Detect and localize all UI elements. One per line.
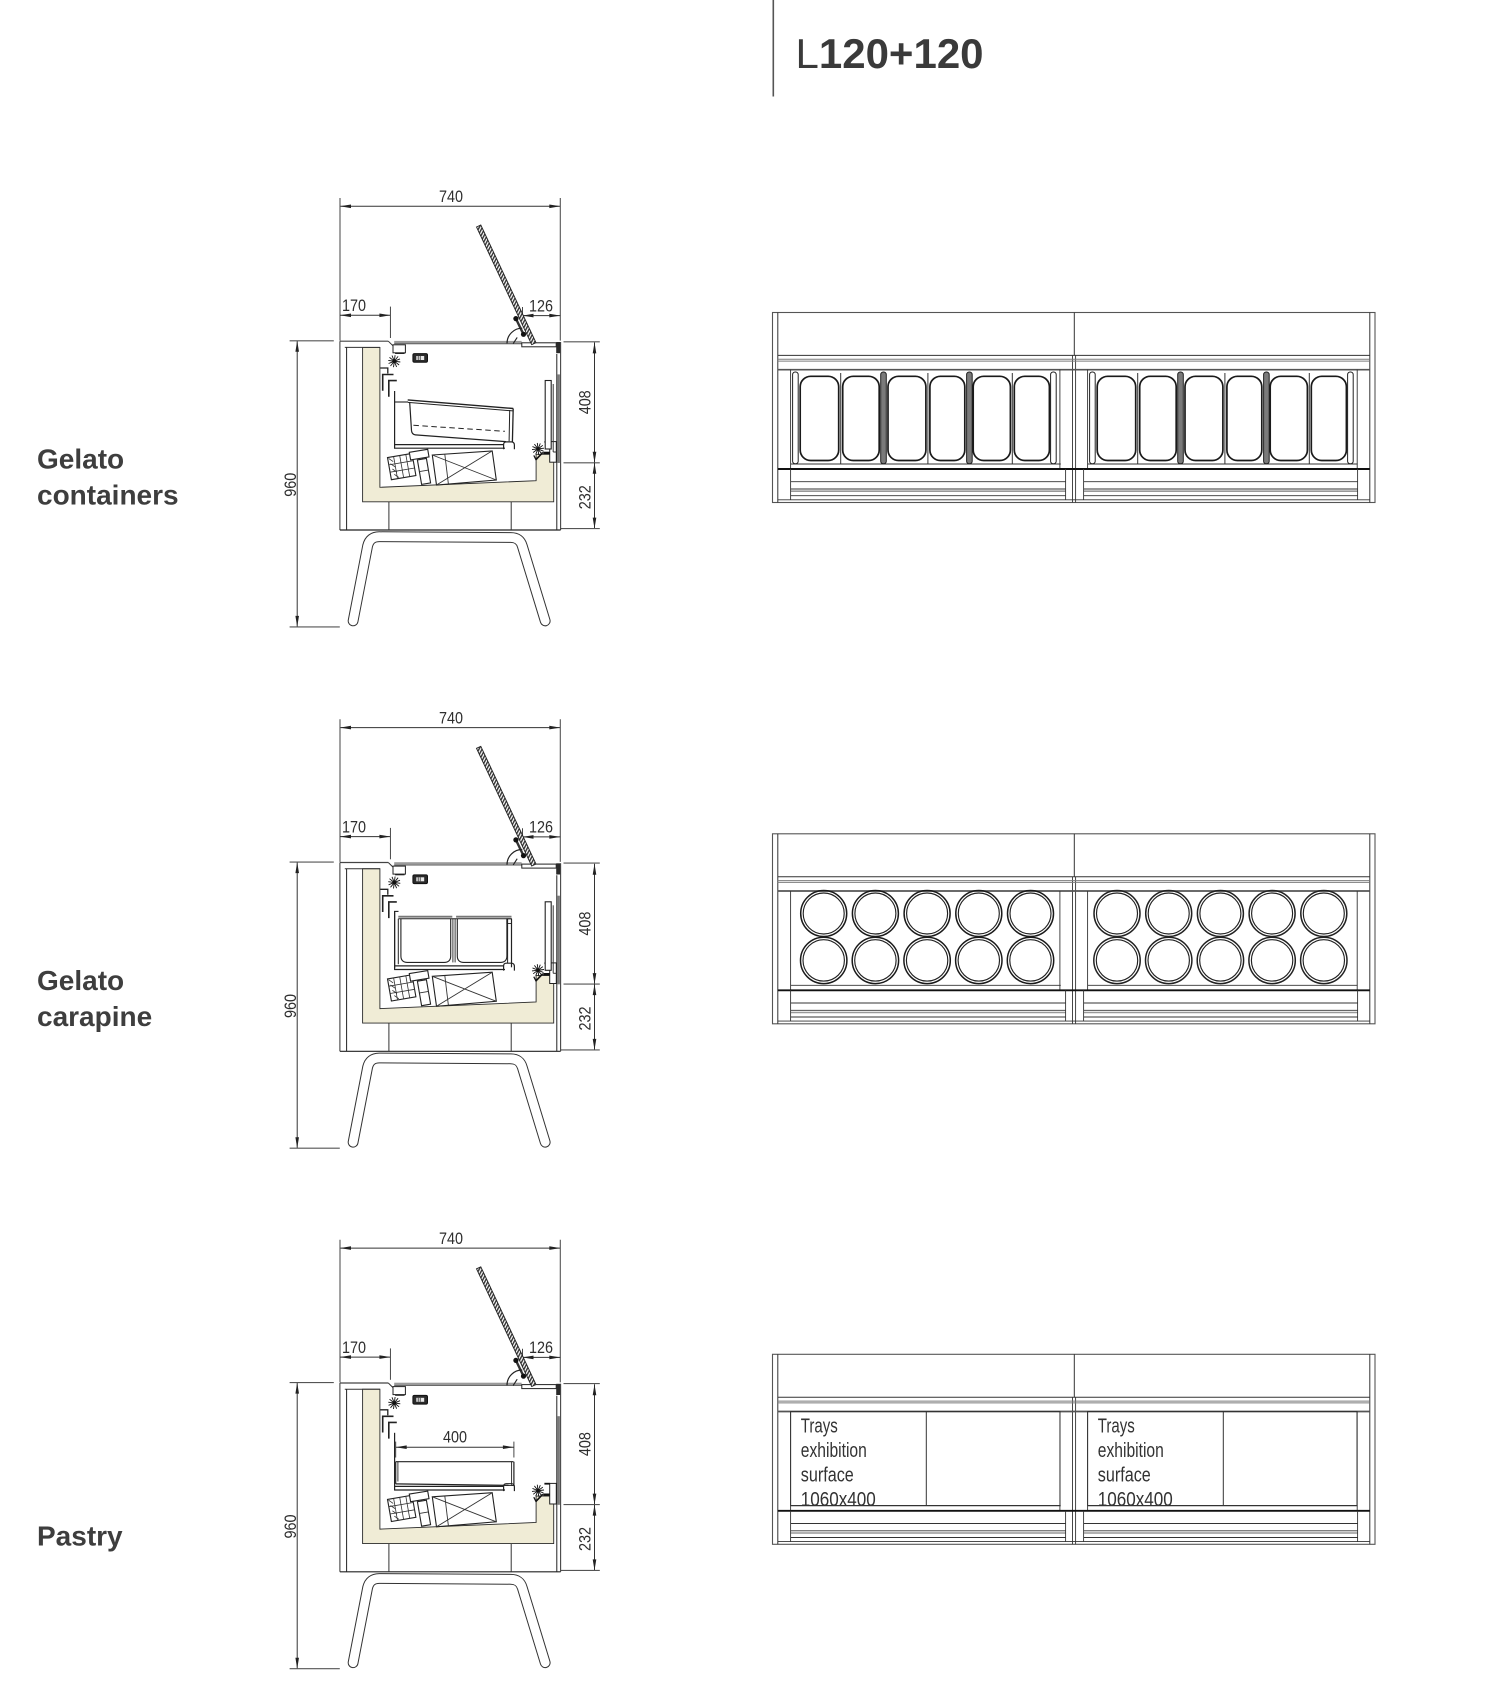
svg-text:1060x400: 1060x400 xyxy=(801,1489,876,1511)
svg-text:surface: surface xyxy=(801,1465,854,1487)
svg-text:Gelato: Gelato xyxy=(37,965,124,996)
svg-text:Pastry: Pastry xyxy=(37,1521,123,1552)
svg-text:exhibition: exhibition xyxy=(801,1440,867,1462)
svg-text:1060x400: 1060x400 xyxy=(1098,1489,1173,1511)
svg-text:Gelato: Gelato xyxy=(37,444,124,475)
svg-text:Trays: Trays xyxy=(1098,1416,1135,1438)
svg-text:exhibition: exhibition xyxy=(1098,1440,1164,1462)
svg-text:surface: surface xyxy=(1098,1465,1151,1487)
svg-text:L120+120: L120+120 xyxy=(796,30,984,77)
svg-text:400: 400 xyxy=(443,1429,467,1447)
svg-text:Trays: Trays xyxy=(801,1416,838,1438)
svg-text:carapine: carapine xyxy=(37,1001,152,1032)
svg-text:containers: containers xyxy=(37,480,179,511)
